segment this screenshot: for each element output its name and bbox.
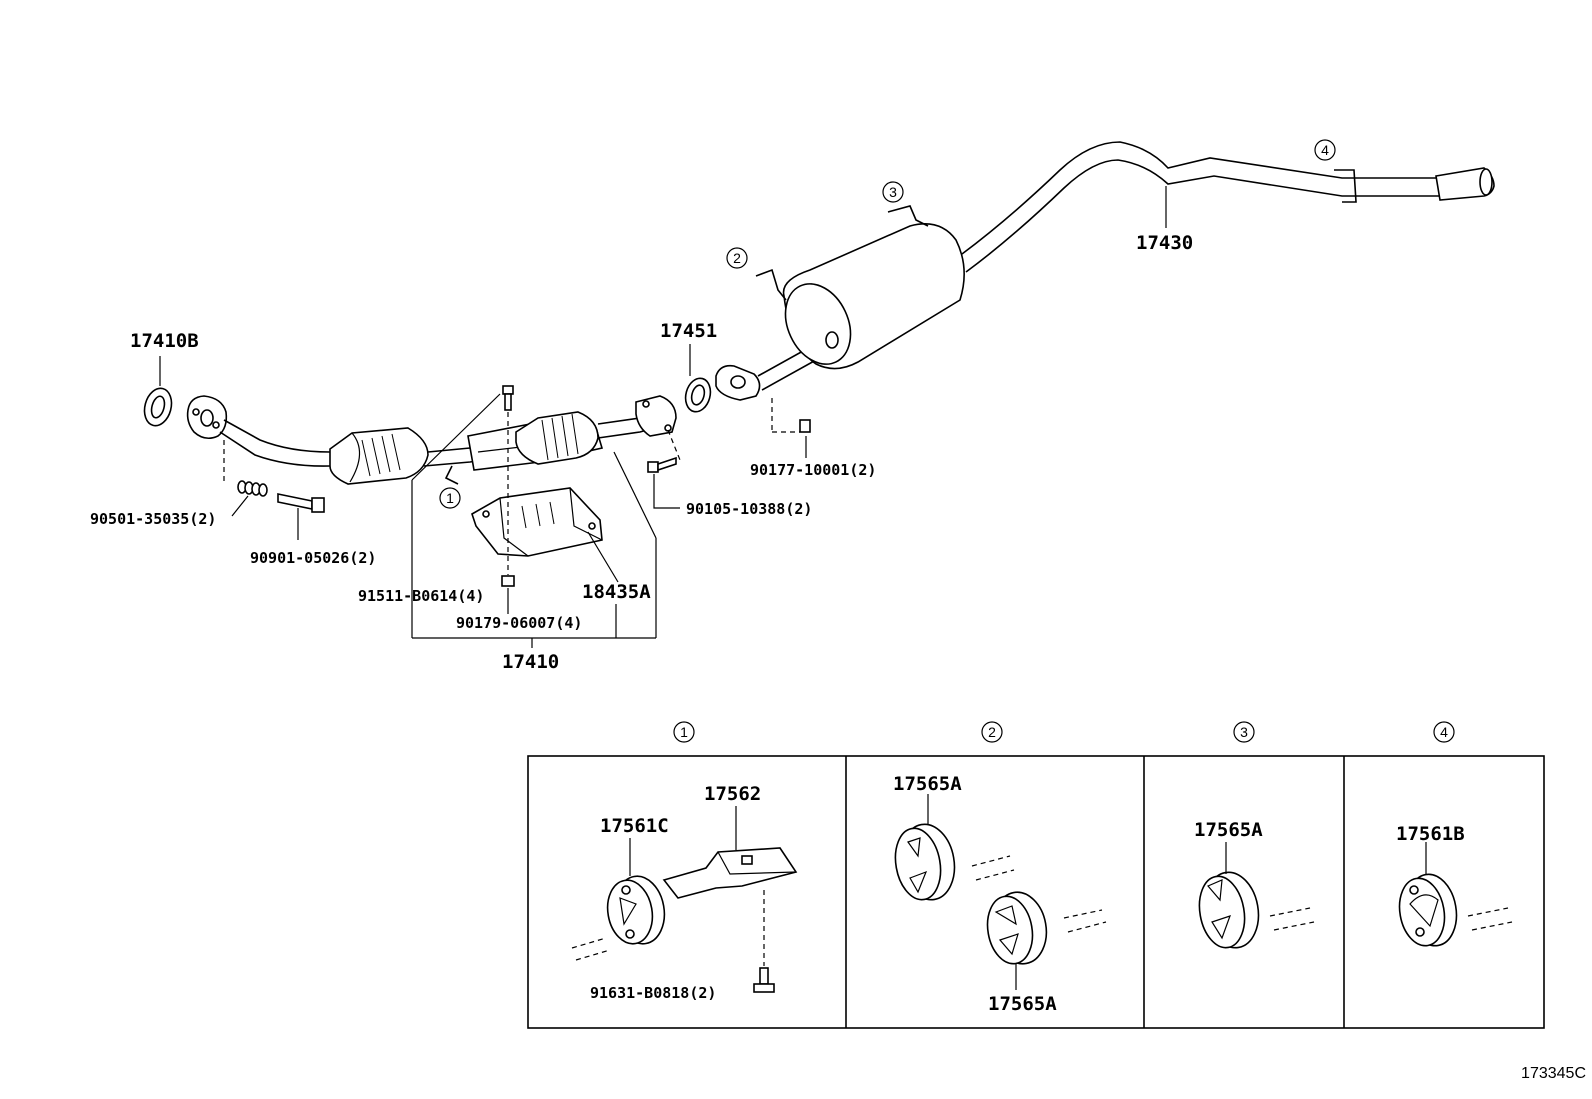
callout-circle-2: 2 [726, 247, 748, 269]
detail-panel-2: 17565A 17565A [893, 773, 1107, 1015]
detail-header-3: 3 [1233, 721, 1255, 743]
detail-header-4: 4 [1433, 721, 1455, 743]
hanger-17565a-upper [894, 794, 956, 901]
spring-90501 [223, 440, 268, 517]
detail-panel-4: 17561B [1396, 823, 1513, 947]
hanger-17565a-lower [986, 891, 1048, 990]
front-pipe-17410 [186, 395, 677, 485]
label-90901: 90901-05026(2) [250, 549, 376, 567]
detail-panel-3: 17565A [1194, 819, 1315, 949]
svg-text:1: 1 [680, 724, 688, 740]
callout-circle-3: 3 [882, 181, 904, 203]
label-90177: 90177-10001(2) [750, 461, 876, 479]
label-17565a-lower: 17565A [988, 993, 1057, 1015]
detail-panel-1: 17561C 17562 91631-B0818(2) [571, 783, 798, 1002]
nut-90179 [501, 575, 515, 614]
label-17561b: 17561B [1396, 823, 1465, 845]
svg-text:4: 4 [1440, 724, 1448, 740]
label-90501: 90501-35035(2) [90, 510, 216, 528]
bolt-90901 [277, 493, 325, 540]
tail-pipe-17430 [715, 141, 1495, 433]
svg-text:4: 4 [1321, 142, 1329, 158]
hanger-17565a-panel3 [1198, 842, 1260, 949]
hanger-17561b [1398, 842, 1458, 947]
svg-text:2: 2 [733, 250, 741, 266]
bolt-91631 [753, 890, 775, 993]
svg-text:2: 2 [988, 724, 996, 740]
detail-header-2: 2 [981, 721, 1003, 743]
bracket-17410 [411, 393, 657, 648]
callout-circle-1: 1 [439, 487, 461, 509]
label-17451: 17451 [660, 320, 717, 342]
label-17562: 17562 [704, 783, 761, 805]
label-17565a-panel3: 17565A [1194, 819, 1263, 841]
bolt-90105 [647, 429, 681, 509]
label-17410b: 17410B [130, 330, 199, 352]
gasket-17451 [684, 344, 712, 413]
callout-circle-4: 4 [1314, 139, 1336, 161]
svg-text:3: 3 [889, 184, 897, 200]
nut-90177 [799, 419, 811, 458]
bolt-91511 [502, 385, 514, 575]
label-17430: 17430 [1136, 232, 1193, 254]
heat-shield-18435a [471, 487, 619, 583]
label-90179: 90179-06007(4) [456, 614, 582, 632]
svg-text:1: 1 [446, 490, 454, 506]
detail-panels-frame [527, 755, 1545, 1029]
detail-header-1: 1 [673, 721, 695, 743]
svg-text:3: 3 [1240, 724, 1248, 740]
bracket-17562 [662, 806, 798, 899]
label-91631: 91631-B0818(2) [590, 984, 716, 1002]
gasket-17410b [143, 356, 173, 427]
hanger-17561c [606, 838, 666, 945]
label-18435a: 18435A [582, 581, 651, 603]
label-17561c: 17561C [600, 815, 669, 837]
label-90105: 90105-10388(2) [686, 500, 812, 518]
reference-code: 173345C [1521, 1065, 1586, 1082]
label-91511: 91511-B0614(4) [358, 587, 484, 605]
label-17410: 17410 [502, 651, 559, 673]
label-17565a-upper: 17565A [893, 773, 962, 795]
